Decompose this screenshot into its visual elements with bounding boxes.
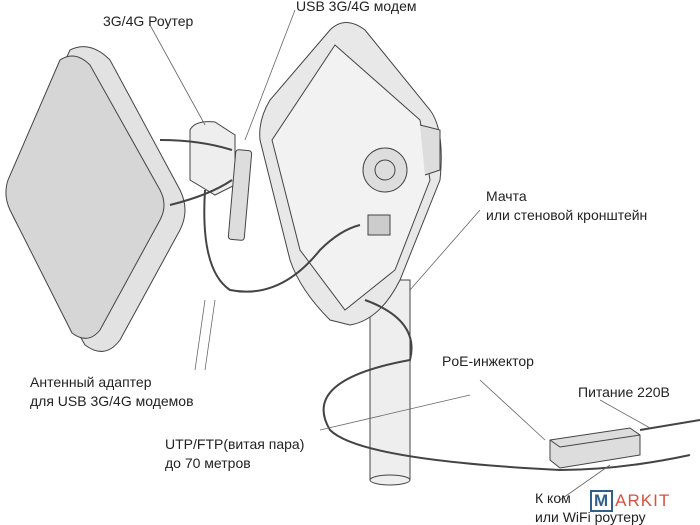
antenna-cable <box>159 139 233 151</box>
label-cable: UTP/FTP(витая пара) до 70 метров <box>165 435 304 473</box>
label-pc-line2: или WiFi роутеру <box>535 509 646 525</box>
label-usb-modem: USB 3G/4G модем <box>296 0 417 14</box>
label-adapter: Антенный адаптер для USB 3G/4G модемов <box>30 373 194 411</box>
label-power: Питание 220В <box>578 384 670 400</box>
router-device <box>189 121 253 241</box>
label-poe: PoE-инжектор <box>442 353 534 369</box>
poe-injector <box>549 427 641 469</box>
left-panel-antenna <box>5 46 186 352</box>
label-mast-line1: Мачта <box>486 188 527 204</box>
label-mast-line2: или стеновой кронштейн <box>486 207 648 223</box>
watermark-rest: ARKIT <box>615 491 671 510</box>
diamond-panel-antenna <box>259 22 442 326</box>
label-pc-line1: К ком <box>535 490 571 506</box>
label-adapter-line1: Антенный адаптер <box>30 374 152 390</box>
label-pc: К ком или WiFi роутеру <box>535 489 646 525</box>
markit-watermark: M ARKIT <box>588 490 673 512</box>
leader-lines <box>149 9 651 501</box>
label-mast: Мачта или стеновой кронштейн <box>486 187 647 225</box>
label-adapter-line2: для USB 3G/4G модемов <box>30 393 194 409</box>
label-router: 3G/4G Роутер <box>103 13 194 29</box>
watermark-m: M <box>590 490 614 512</box>
label-cable-line1: UTP/FTP(витая пара) <box>165 436 305 452</box>
label-cable-line2: до 70 метров <box>165 455 251 471</box>
utp-cable <box>322 299 691 472</box>
